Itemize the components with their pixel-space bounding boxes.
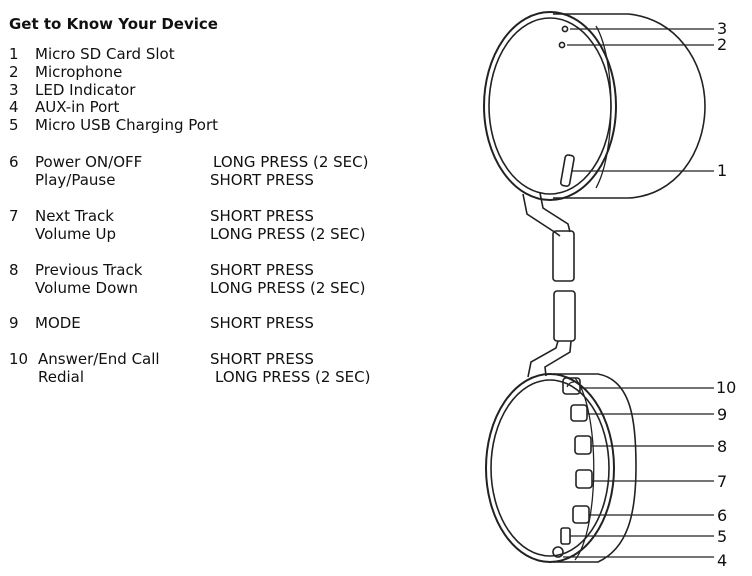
control-number: 9 bbox=[9, 314, 19, 332]
bottom-earcup bbox=[485, 373, 637, 563]
previous-button-icon bbox=[574, 435, 592, 455]
control-action: Volume Up bbox=[35, 225, 117, 243]
next-button-icon bbox=[575, 469, 593, 489]
usb-port-icon bbox=[560, 527, 571, 545]
parts-list: 1 Micro SD Card Slot 2 Microphone 3 LED Ind… bbox=[9, 45, 218, 135]
callout-1: 1 bbox=[717, 161, 727, 180]
control-number: 10 bbox=[9, 350, 29, 368]
part-label: LED Indicator bbox=[35, 80, 136, 99]
control-action: Volume Down bbox=[35, 279, 139, 297]
control-action: Previous Track bbox=[35, 261, 143, 279]
control-number: 7 bbox=[9, 207, 19, 225]
headband bbox=[522, 192, 576, 378]
control-number: 8 bbox=[9, 261, 19, 279]
callout-5: 5 bbox=[717, 527, 727, 546]
part-label: Micro USB Charging Port bbox=[35, 116, 218, 135]
callout-6: 6 bbox=[717, 506, 727, 525]
part-number: 4 bbox=[9, 98, 19, 117]
call-button-icon bbox=[562, 377, 581, 395]
control-press: LONG PRESS (2 SEC) bbox=[213, 153, 369, 171]
control-action: Next Track bbox=[35, 207, 114, 225]
power-button-icon bbox=[572, 505, 590, 524]
led-indicator-icon bbox=[561, 25, 569, 33]
callout-3: 3 bbox=[717, 19, 727, 38]
control-press: LONG PRESS (2 SEC) bbox=[210, 279, 366, 297]
microphone-icon bbox=[558, 41, 566, 49]
control-press: SHORT PRESS bbox=[210, 261, 314, 279]
aux-port-icon bbox=[552, 546, 564, 558]
part-number: 3 bbox=[9, 80, 19, 99]
callout-9: 9 bbox=[717, 405, 727, 424]
part-item: 5 Micro USB Charging Port bbox=[9, 116, 218, 135]
part-label: Microphone bbox=[35, 62, 123, 81]
top-earcup bbox=[483, 11, 706, 201]
control-press: SHORT PRESS bbox=[210, 171, 314, 189]
callout-10: 10 bbox=[716, 378, 736, 397]
part-number: 5 bbox=[9, 116, 19, 135]
control-press: SHORT PRESS bbox=[210, 314, 314, 332]
callout-lines bbox=[563, 28, 714, 558]
callout-7: 7 bbox=[717, 472, 727, 491]
part-label: AUX-in Port bbox=[35, 98, 120, 117]
part-label: Micro SD Card Slot bbox=[35, 45, 175, 63]
control-action: Redial bbox=[38, 368, 85, 386]
control-number: 6 bbox=[9, 153, 19, 171]
part-number: 2 bbox=[9, 62, 19, 81]
mode-button-icon bbox=[570, 404, 588, 422]
control-action: Play/Pause bbox=[35, 171, 116, 189]
control-press: LONG PRESS (2 SEC) bbox=[215, 368, 371, 386]
control-action: MODE bbox=[35, 314, 81, 332]
part-item: 4 AUX-in Port bbox=[9, 98, 218, 117]
control-press: SHORT PRESS bbox=[210, 350, 314, 368]
control-action: Power ON/OFF bbox=[35, 153, 143, 171]
part-item: 1 Micro SD Card Slot bbox=[9, 45, 218, 64]
part-item: 2 Microphone bbox=[9, 62, 218, 82]
part-number: 1 bbox=[9, 45, 19, 63]
part-item: 3 LED Indicator bbox=[9, 80, 218, 100]
control-action: Answer/End Call bbox=[38, 350, 160, 368]
control-press: LONG PRESS (2 SEC) bbox=[210, 225, 366, 243]
callout-2: 2 bbox=[717, 35, 727, 54]
control-press: SHORT PRESS bbox=[210, 207, 314, 225]
callout-8: 8 bbox=[717, 437, 727, 456]
page-title: Get to Know Your Device bbox=[9, 15, 218, 33]
callout-4: 4 bbox=[717, 551, 727, 570]
